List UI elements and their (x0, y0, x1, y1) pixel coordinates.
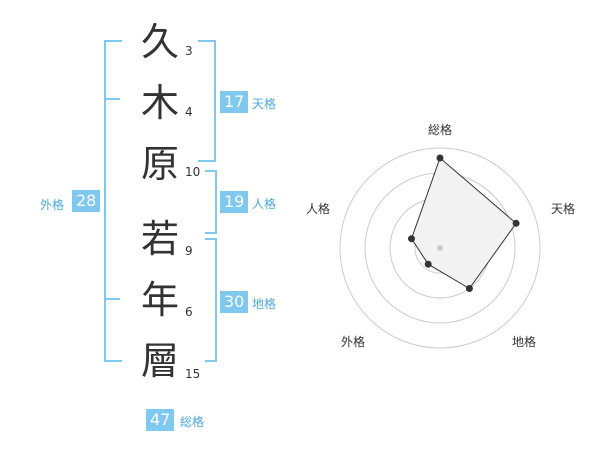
stroke-count-1: 3 (185, 44, 193, 58)
bracket-tick-top (104, 98, 120, 100)
jinkaku-label: 人格 (252, 197, 277, 211)
tenkaku-bracket (198, 40, 216, 162)
chikaku-label: 地格 (252, 297, 277, 311)
stroke-count-2: 4 (185, 105, 193, 119)
name-char-5: 年 (140, 278, 179, 322)
soukaku-value-badge: 47 (146, 409, 175, 431)
stroke-count-4: 9 (185, 244, 193, 258)
radar-axis-label-2: 天格 (551, 201, 575, 216)
name-char-1: 久 (140, 20, 179, 64)
tenkaku-label: 天格 (252, 97, 277, 111)
chikaku-value-badge: 30 (220, 291, 249, 313)
radar-axis-label-1: 総格 (428, 122, 452, 137)
name-char-4: 若 (140, 217, 179, 261)
radar-ring-4 (339, 147, 541, 349)
name-char-6: 層 (140, 339, 179, 383)
jinkaku-value-badge: 19 (220, 191, 249, 213)
radar-point-3 (465, 285, 473, 292)
radar-center-dot (437, 245, 443, 251)
radar-point-2 (512, 219, 520, 227)
radar-point-4 (424, 260, 432, 268)
radar-point-5 (408, 235, 415, 243)
chikaku-bracket (205, 238, 217, 362)
radar-axis-label-4: 外格 (341, 334, 365, 349)
name-char-2: 木 (140, 81, 179, 125)
stroke-count-3: 10 (185, 165, 201, 179)
radar-point-1 (436, 154, 444, 162)
jinkaku-bracket (205, 170, 217, 234)
gaikaku-label: 外格 (40, 198, 65, 212)
name-char-3: 原 (140, 142, 179, 186)
radar-points (408, 154, 520, 292)
soukaku-label: 総格 (180, 415, 205, 429)
radar-axis-label-3: 地格 (512, 334, 536, 349)
stroke-count-6: 15 (185, 367, 201, 381)
gaikaku-value-badge: 28 (72, 190, 101, 212)
radar-polygon (410, 157, 517, 290)
bracket-tick-bottom (104, 298, 120, 300)
stroke-count-5: 6 (185, 305, 193, 319)
radar-axis-label-5: 人格 (306, 201, 330, 216)
tenkaku-value-badge: 17 (220, 91, 249, 113)
gaikaku-bracket (104, 40, 122, 362)
